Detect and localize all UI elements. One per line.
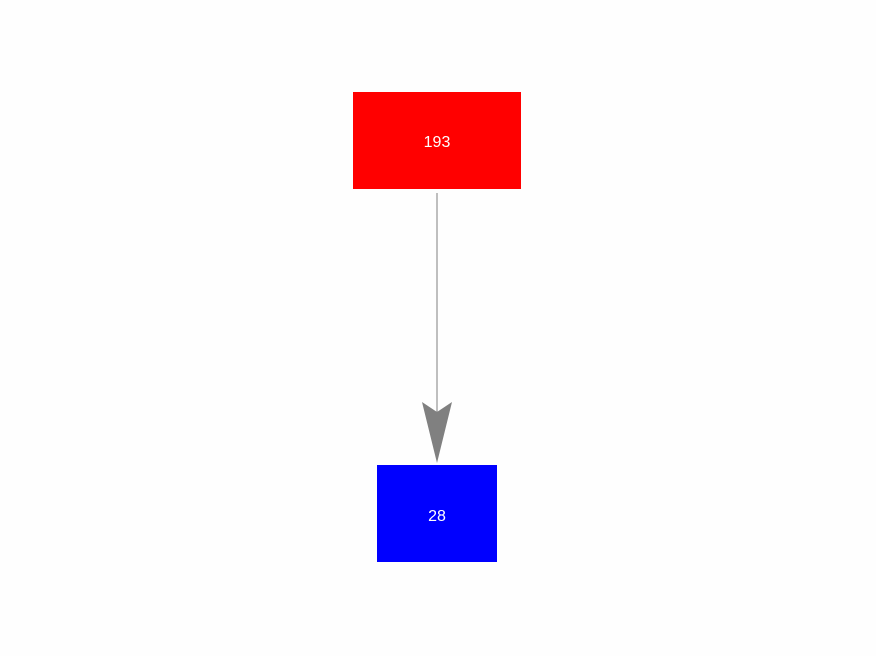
node-28-label: 28 <box>428 508 446 525</box>
node-28 <box>377 465 497 562</box>
node-193 <box>353 92 521 189</box>
arrowhead-icon <box>422 402 452 463</box>
node-193-label: 193 <box>424 134 451 151</box>
